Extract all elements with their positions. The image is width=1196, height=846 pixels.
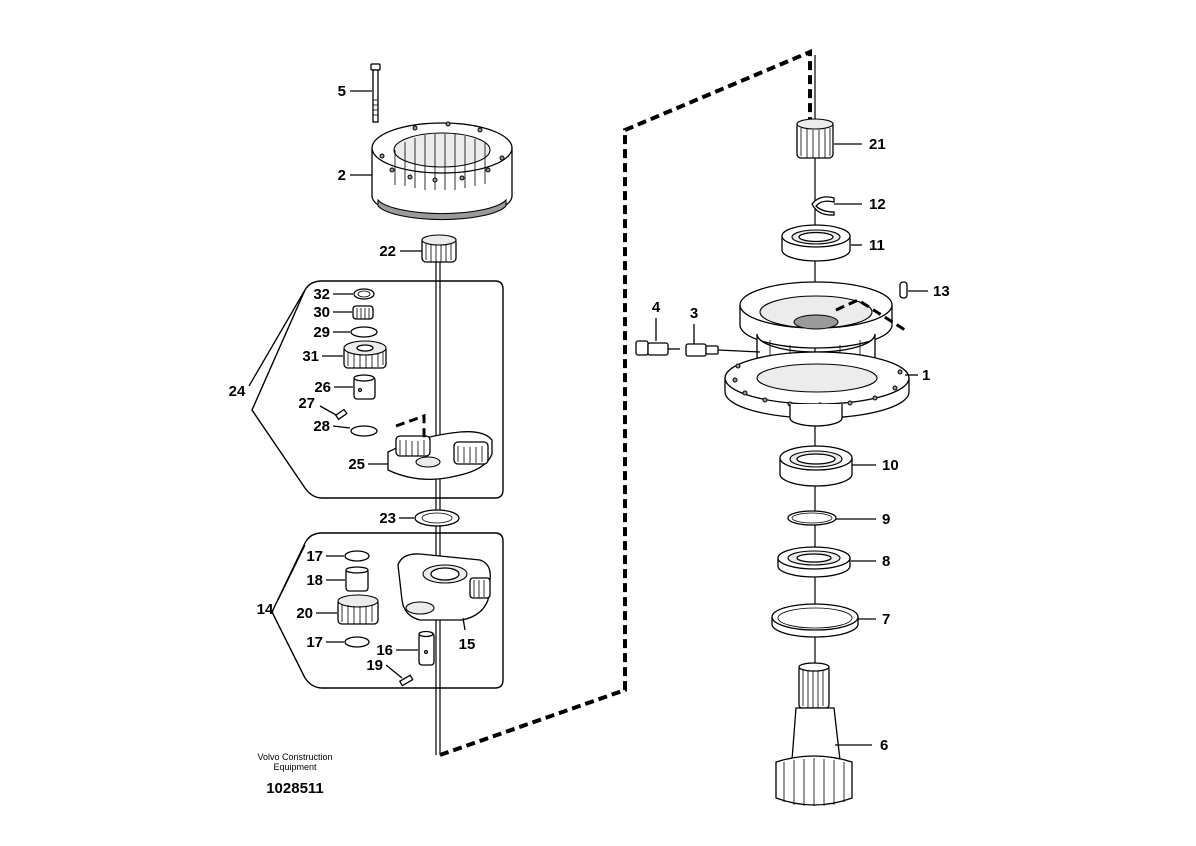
leader-lines xyxy=(248,90,928,746)
callout-19: 19 xyxy=(366,657,383,674)
part-31-planet-gear xyxy=(343,340,387,369)
part-32-ring xyxy=(353,288,375,300)
callout-14: 14 xyxy=(257,601,274,618)
callout-labels: 5 2 22 32 30 29 31 26 27 28 24 25 23 17 … xyxy=(229,83,950,754)
callout-26: 26 xyxy=(314,379,331,396)
part-9-o-ring xyxy=(787,510,837,526)
callout-31: 31 xyxy=(302,348,319,365)
callout-30: 30 xyxy=(313,304,330,321)
callout-22: 22 xyxy=(379,243,396,260)
subassembly-14-outline xyxy=(271,532,504,689)
callout-15: 15 xyxy=(459,636,476,653)
part-25-planet-carrier xyxy=(387,413,493,480)
callout-28: 28 xyxy=(313,418,330,435)
part-5-bolt xyxy=(370,63,381,123)
drawing-footer: Volvo Construction Equipment 1028511 xyxy=(230,752,360,797)
callout-16: 16 xyxy=(376,642,393,659)
part-6-pinion-shaft xyxy=(775,662,853,806)
callout-29: 29 xyxy=(313,324,330,341)
callout-17-top: 17 xyxy=(306,548,323,565)
part-22-sun-gear xyxy=(421,234,457,263)
part-28-thrust-washer xyxy=(350,425,378,437)
part-17-washer-bottom xyxy=(344,636,370,648)
part-3-fitting xyxy=(685,343,761,357)
callout-8: 8 xyxy=(882,553,890,570)
part-12-snap-ring xyxy=(811,196,835,216)
part-13-plug xyxy=(899,281,908,299)
part-19-spring-pin xyxy=(398,674,414,687)
callout-27: 27 xyxy=(298,395,315,412)
part-20-planet-gear xyxy=(337,594,379,625)
callout-13: 13 xyxy=(933,283,950,300)
callout-23: 23 xyxy=(379,510,396,527)
callout-11: 11 xyxy=(869,237,885,254)
part-27-spring-pin xyxy=(319,405,348,421)
callout-7: 7 xyxy=(882,611,890,628)
part-2-ring-gear xyxy=(371,121,513,221)
part-4-sensor xyxy=(635,340,680,356)
part-10-roller-bearing xyxy=(779,445,853,487)
callout-17-bottom: 17 xyxy=(306,634,323,651)
callout-4: 4 xyxy=(652,299,661,316)
part-15-planet-carrier xyxy=(397,553,491,621)
callout-12: 12 xyxy=(869,196,886,213)
callout-2: 2 xyxy=(338,167,346,184)
dashed-connector-line xyxy=(439,48,812,757)
part-23-thrust-ring xyxy=(414,509,460,527)
part-18-bushing xyxy=(345,566,369,592)
callout-3: 3 xyxy=(690,305,698,322)
part-26-planet-pin xyxy=(353,374,376,400)
part-17-washer-top xyxy=(344,550,370,562)
callout-32: 32 xyxy=(313,286,330,303)
callout-5: 5 xyxy=(338,83,346,100)
part-8-oil-seal xyxy=(777,546,851,578)
callout-18: 18 xyxy=(306,572,323,589)
callout-21: 21 xyxy=(869,136,886,153)
part-29-thrust-washer xyxy=(350,326,378,338)
manufacturer-line-1: Volvo Construction xyxy=(257,752,333,762)
drawing-number: 1028511 xyxy=(266,780,324,797)
manufacturer-line-2: Equipment xyxy=(273,762,317,772)
callout-10: 10 xyxy=(882,457,899,474)
part-11-roller-bearing xyxy=(781,224,851,262)
part-16-pin xyxy=(418,630,435,666)
part-1-reduction-housing xyxy=(724,281,910,427)
callout-9: 9 xyxy=(882,511,890,528)
part-7-seal-ring xyxy=(771,603,859,638)
callout-25: 25 xyxy=(348,456,365,473)
part-30-needle-bearing xyxy=(352,305,374,320)
callout-24: 24 xyxy=(229,383,246,400)
part-21-pinion-gear xyxy=(796,118,834,159)
callout-20: 20 xyxy=(296,605,313,622)
subassembly-24-outline xyxy=(251,280,504,499)
callout-1: 1 xyxy=(922,367,930,384)
callout-6: 6 xyxy=(880,737,888,754)
